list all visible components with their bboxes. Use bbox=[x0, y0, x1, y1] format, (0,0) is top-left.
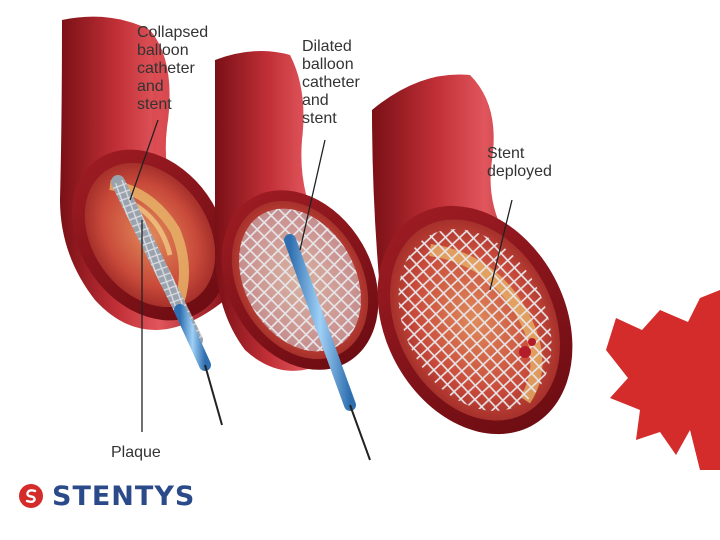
stentys-logo-icon bbox=[19, 484, 43, 508]
pointer-deployed bbox=[489, 199, 513, 291]
artery-dilated bbox=[215, 51, 379, 461]
label-dilated-balloon: Dilated balloon catheter and stent bbox=[302, 38, 360, 127]
brand-name: STENTYS bbox=[52, 480, 196, 512]
label-plaque: Plaque bbox=[111, 444, 161, 461]
brand-logo: STENTYS bbox=[18, 478, 195, 514]
label-collapsed-balloon: Collapsed balloon catheter and stent bbox=[137, 24, 209, 113]
corner-decoration-shape bbox=[606, 290, 720, 470]
pointer-collapsed bbox=[129, 119, 159, 201]
pointer-dilated bbox=[299, 139, 326, 251]
label-stent-deployed: Stent deployed bbox=[487, 145, 552, 180]
artery-collapsed bbox=[60, 16, 228, 426]
artery-deployed bbox=[372, 74, 573, 435]
